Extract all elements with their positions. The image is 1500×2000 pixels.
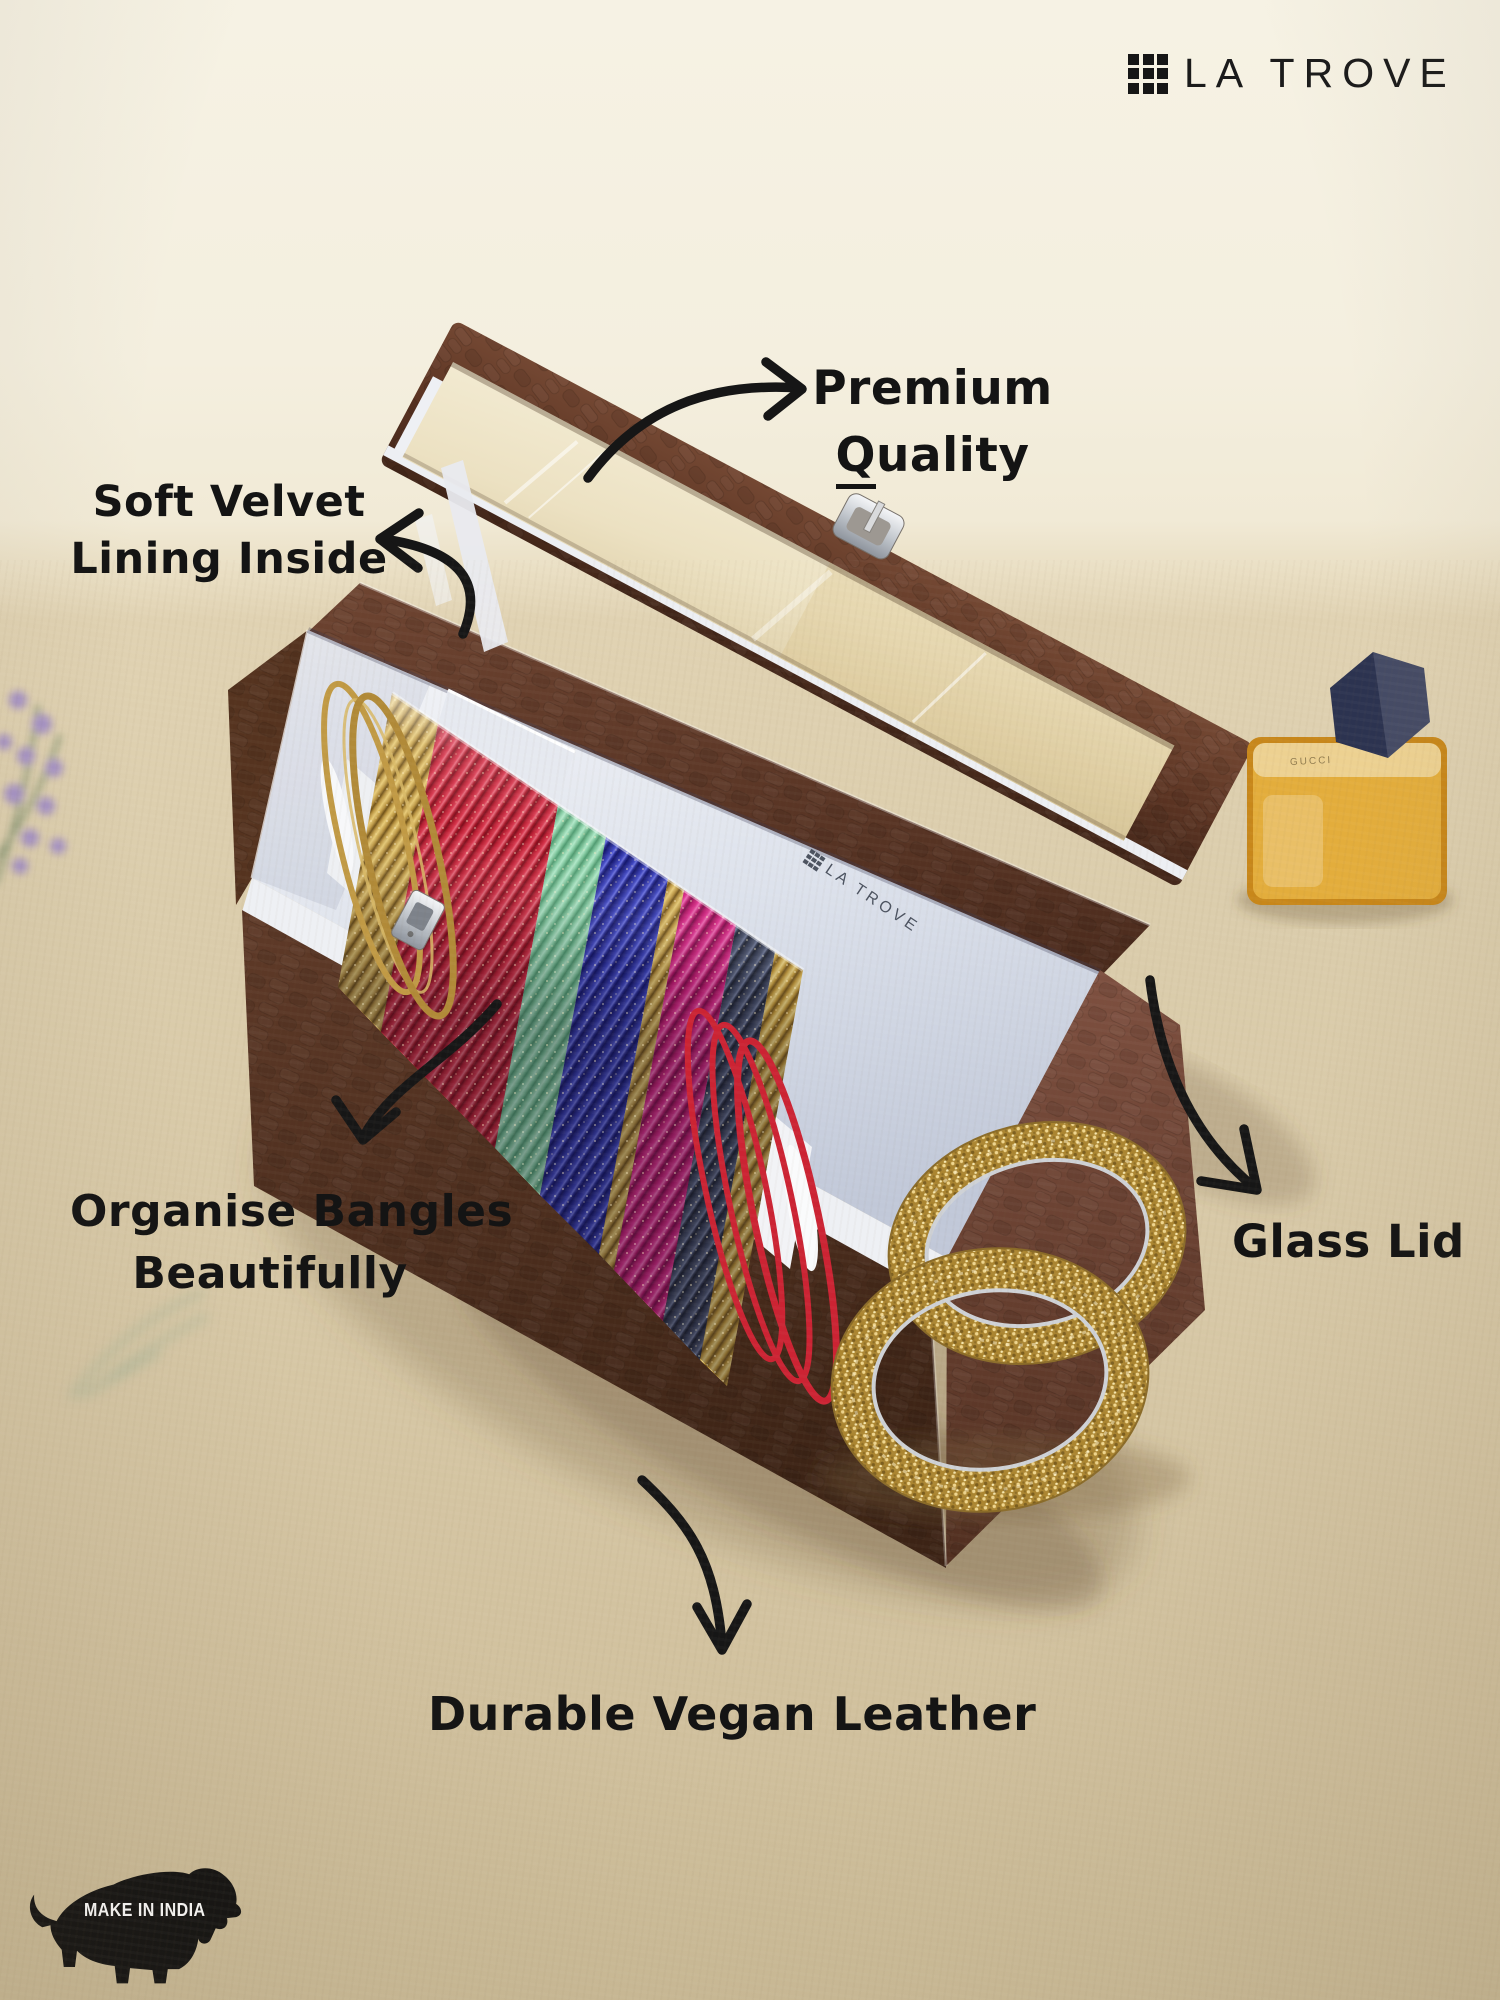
loose-red-bangles (684, 1007, 840, 1405)
annotation-organise-bangles: Organise Bangles Beautifully (70, 1181, 514, 1304)
lavender-sprig (0, 691, 66, 877)
grid-3x3-icon (1128, 53, 1168, 94)
annotation-line: Lining Inside (70, 533, 388, 584)
arrow-organise-bangles (359, 999, 502, 1141)
front-latch (391, 889, 445, 951)
arrow-glass-lid (1145, 975, 1260, 1193)
annotation-line: Organise Bangles (70, 1186, 514, 1237)
loose-gold-bangles (321, 680, 457, 1020)
brand-logo: LA TROVE (1128, 50, 1456, 97)
annotation-soft-velvet: Soft Velvet Lining Inside (58, 474, 400, 588)
annotation-line: Premium (812, 361, 1053, 416)
bangle-roll (320, 680, 840, 1405)
lid-support-strap (415, 460, 508, 652)
lid-clasp-buckle (832, 493, 905, 560)
glass-window (402, 362, 1175, 841)
perfume-cap (1330, 652, 1430, 758)
annotation-line: Beautifully (132, 1247, 408, 1299)
arrow-premium-quality (583, 382, 805, 483)
make-in-india-lion-icon (29, 1868, 242, 1984)
perfume-bottle (1237, 652, 1453, 924)
leaf-sprig (68, 1289, 210, 1400)
annotation-premium-quality: Premium Quality (760, 356, 1105, 489)
annotation-line: Quality (760, 423, 1105, 490)
perfume-label-text: GUCCI (1289, 754, 1333, 769)
gold-bangle-pair (820, 1120, 1190, 1520)
arrow-soft-velvet (378, 534, 476, 639)
annotation-glass-lid: Glass Lid (1232, 1215, 1465, 1268)
annotation-line: Soft Velvet (92, 477, 366, 527)
brand-logo-text: LA TROVE (1184, 50, 1456, 96)
make-in-india-label: MAKE IN INDIA (84, 1900, 206, 1921)
annotation-arrows (331, 357, 1262, 1655)
annotation-vegan-leather: Durable Vegan Leather (428, 1687, 1037, 1741)
arrow-vegan-leather (637, 1475, 727, 1650)
